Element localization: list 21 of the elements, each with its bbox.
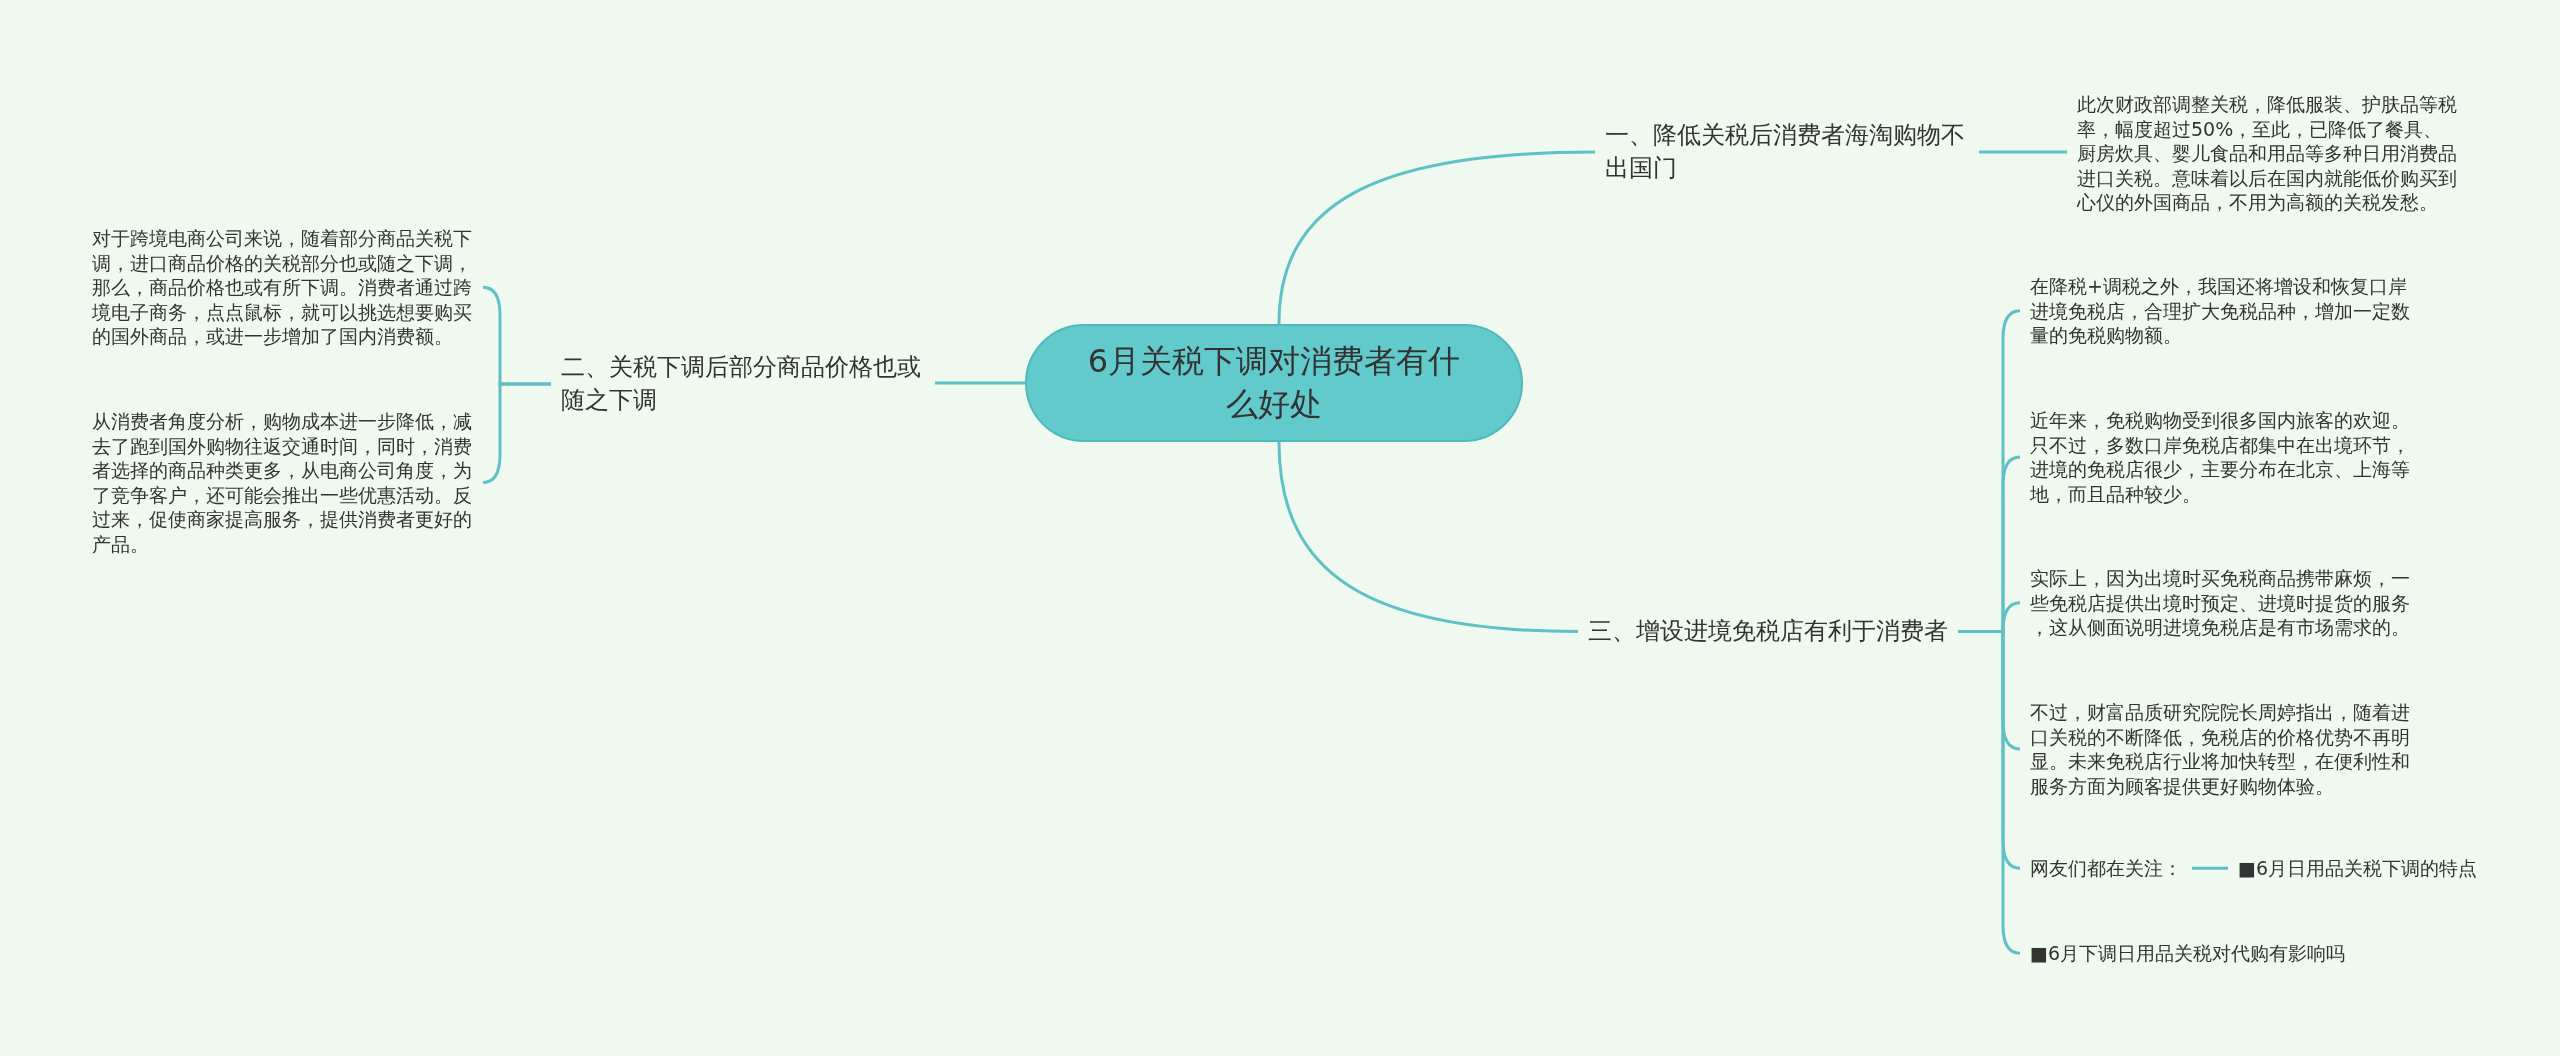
branch-label: 三、增设进境免税店有利于消费者 bbox=[1588, 615, 1948, 648]
note-text: 对于跨境电商公司来说，随着部分商品关税下调，进口商品价格的关税部分也或随之下调，那么，商品价格也或有所下调。消费者通过跨境电子商务，点点鼠标，就可以挑选想要购买的国外商品，或进一步增加了国内消费额。 bbox=[92, 226, 473, 349]
note-text: 不过，财富品质研究院院长周婷指出，随着进口关税的不断降低，免税店的价格优势不再明显。未来免税店行业将加快转型，在便利性和服务方面为顾客提供更好购物体验。 bbox=[2030, 700, 2412, 798]
connector bbox=[1277, 150, 1596, 325]
topic-pill: 6月关税下调对消费者有什么好处 bbox=[1025, 324, 1523, 442]
connector bbox=[482, 382, 551, 484]
note-text: 近年来，免税购物受到很多国内旅客的欢迎。只不过，多数口岸免税店都集中在出境环节，进境的免税店很少，主要分布在北京、上海等地，而且品种较少。 bbox=[2030, 408, 2412, 506]
note-text: 此次财政部调整关税，降低服装、护肤品等税率，幅度超过50%，至此，已降低了餐具、厨房炊具、婴儿食品和用品等多种日用消费品进口关税。意味着以后在国内就能低价购买到心仪的外国商品，不用为高额的关税发愁。 bbox=[2077, 92, 2459, 215]
connector bbox=[1958, 630, 2021, 955]
note-text: 在降税+调税之外，我国还将增设和恢复口岸进境免税店，合理扩大免税品种，增加一定数量的免税购物额。 bbox=[2030, 274, 2412, 348]
connector bbox=[1277, 441, 1579, 633]
branch-label: 一、降低关税后消费者海淘购物不出国门 bbox=[1605, 119, 1969, 185]
note-text: 实际上，因为出境时买免税商品携带麻烦，一些免税店提供出境时预定、进境时提货的服务，这从侧面说明进境免税店是有市场需求的。 bbox=[2030, 566, 2412, 640]
connector bbox=[935, 381, 1025, 385]
note-text: 网友们都在关注： bbox=[2030, 856, 2182, 881]
link-text: ■6月下调日用品关税对代购有影响吗 bbox=[2030, 941, 2346, 966]
branch-label: 二、关税下调后部分商品价格也或随之下调 bbox=[561, 351, 925, 417]
connector bbox=[2192, 866, 2228, 870]
link-text: ■6月日用品关税下调的特点 bbox=[2238, 856, 2478, 881]
connector bbox=[1979, 150, 2067, 154]
note-text: 从消费者角度分析，购物成本进一步降低，减去了跑到国外购物往返交通时间，同时，消费者选择的商品种类更多，从电商公司角度，为了竞争客户，还可能会推出一些优惠活动。反过来，促使商家提高服务，提供消费者更好的产品。 bbox=[92, 409, 473, 556]
